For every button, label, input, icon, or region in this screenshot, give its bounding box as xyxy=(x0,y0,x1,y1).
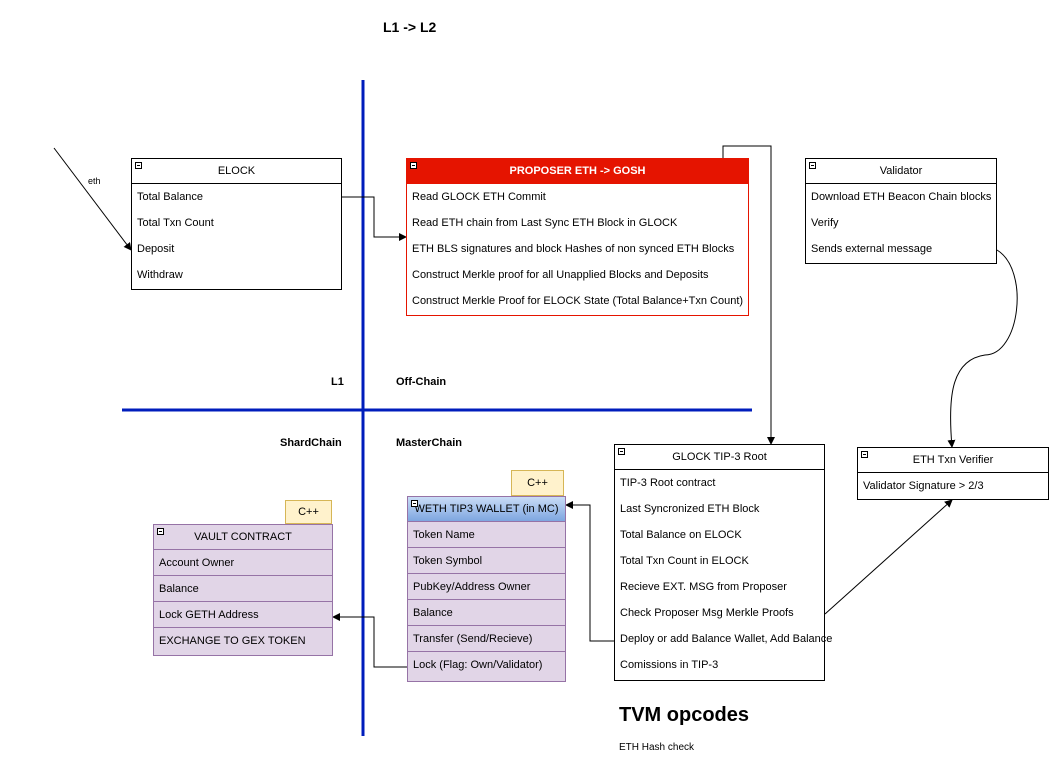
weth-to-vault-arrow xyxy=(332,613,407,668)
validator-title: Validator xyxy=(879,165,923,177)
proposer-header: PROPOSER ETH -> GOSH xyxy=(407,159,748,184)
tvm-note: ETH Hash check xyxy=(619,742,695,753)
list-item: TIP-3 Root contract xyxy=(620,477,716,489)
list-item: Account Owner xyxy=(154,550,332,576)
proposer-box[interactable]: PROPOSER ETH -> GOSH Read GLOCK ETH Comm… xyxy=(406,158,749,316)
weth-title: WETH TIP3 WALLET (in MC) xyxy=(414,503,559,515)
edge-label-eth: eth xyxy=(88,176,101,186)
weth-cpp-tag: C++ xyxy=(511,470,564,496)
verifier-box[interactable]: ETH Txn Verifier Validator Signature > 2… xyxy=(857,447,1049,500)
collapse-icon[interactable] xyxy=(157,528,164,535)
list-item: Deposit xyxy=(137,243,175,255)
validator-to-verifier-arrow xyxy=(947,249,1018,448)
weth-wallet-box[interactable]: WETH TIP3 WALLET (in MC) Token Name Toke… xyxy=(407,496,566,682)
validator-header: Validator xyxy=(806,159,996,184)
list-item: Total Txn Count in ELOCK xyxy=(620,555,749,567)
collapse-icon[interactable] xyxy=(861,451,868,458)
list-item: Read GLOCK ETH Commit xyxy=(412,191,546,203)
list-item: Verify xyxy=(811,217,839,229)
eth-deposit-arrow xyxy=(53,147,132,251)
list-item: Last Syncronized ETH Block xyxy=(620,503,760,515)
list-item: Token Symbol xyxy=(408,548,565,574)
verifier-header: ETH Txn Verifier xyxy=(858,448,1048,473)
list-item: Check Proposer Msg Merkle Proofs xyxy=(620,607,794,619)
list-item: Recieve EXT. MSG from Proposer xyxy=(620,581,787,593)
list-item: Construct Merkle Proof for ELOCK State (… xyxy=(412,295,744,307)
list-item: Total Balance xyxy=(137,191,204,203)
elock-header: ELOCK xyxy=(132,159,341,184)
label-offchain: Off-Chain xyxy=(396,376,447,388)
list-item: Total Balance on ELOCK xyxy=(620,529,742,541)
label-l1: L1 xyxy=(331,376,344,388)
list-item: Deploy or add Balance Wallet, Add Balanc… xyxy=(620,633,833,645)
vault-contract-box[interactable]: VAULT CONTRACT Account Owner Balance Loc… xyxy=(153,524,333,656)
list-item: EXCHANGE TO GEX TOKEN xyxy=(159,635,306,647)
collapse-icon[interactable] xyxy=(809,162,816,169)
list-item: Lock (Flag: Own/Validator) xyxy=(413,659,543,671)
list-item: ETH BLS signatures and block Hashes of n… xyxy=(412,243,735,255)
elock-to-proposer-arrow xyxy=(342,196,407,241)
list-item: Transfer (Send/Recieve) xyxy=(408,626,565,652)
tvm-heading: TVM opcodes xyxy=(619,704,750,726)
collapse-icon[interactable] xyxy=(411,500,418,507)
page-title: L1 -> L2 xyxy=(383,19,437,35)
vault-title: VAULT CONTRACT xyxy=(194,531,292,543)
list-item: Lock GETH Address xyxy=(154,602,332,628)
list-item: Comissions in TIP-3 xyxy=(620,659,719,671)
validator-box[interactable]: Validator Download ETH Beacon Chain bloc… xyxy=(805,158,997,264)
label-masterchain: MasterChain xyxy=(396,437,463,449)
list-item: Download ETH Beacon Chain blocks xyxy=(811,191,992,203)
collapse-icon[interactable] xyxy=(618,448,625,455)
glock-box[interactable]: GLOCK TIP-3 Root TIP-3 Root contract Las… xyxy=(614,444,833,681)
verifier-title: ETH Txn Verifier xyxy=(912,454,994,466)
elock-title: ELOCK xyxy=(217,165,256,177)
list-item: Sends external message xyxy=(811,243,933,255)
list-item: Balance xyxy=(154,576,332,602)
list-item: Balance xyxy=(408,600,565,626)
collapse-icon[interactable] xyxy=(135,162,142,169)
list-item: Construct Merkle proof for all Unapplied… xyxy=(412,269,709,281)
vault-header: VAULT CONTRACT xyxy=(154,525,332,550)
glock-to-verifier-arrow xyxy=(824,499,953,615)
list-item: Withdraw xyxy=(137,269,183,281)
list-item: Token Name xyxy=(408,522,565,548)
vault-cpp-tag: C++ xyxy=(285,500,332,524)
proposer-to-glock-arrow xyxy=(722,145,775,445)
list-item: Total Txn Count xyxy=(137,217,214,229)
proposer-title: PROPOSER ETH -> GOSH xyxy=(509,165,646,177)
list-item: Read ETH chain from Last Sync ETH Block … xyxy=(412,217,678,229)
list-item: Validator Signature > 2/3 xyxy=(863,480,984,492)
glock-header: GLOCK TIP-3 Root xyxy=(615,445,824,470)
glock-to-weth-arrow xyxy=(565,501,614,642)
elock-box[interactable]: ELOCK Total Balance Total Txn Count Depo… xyxy=(131,158,342,290)
glock-title: GLOCK TIP-3 Root xyxy=(672,451,767,463)
collapse-icon[interactable] xyxy=(410,162,417,169)
label-shardchain: ShardChain xyxy=(280,437,342,449)
weth-header: WETH TIP3 WALLET (in MC) xyxy=(408,497,565,522)
list-item: PubKey/Address Owner xyxy=(408,574,565,600)
